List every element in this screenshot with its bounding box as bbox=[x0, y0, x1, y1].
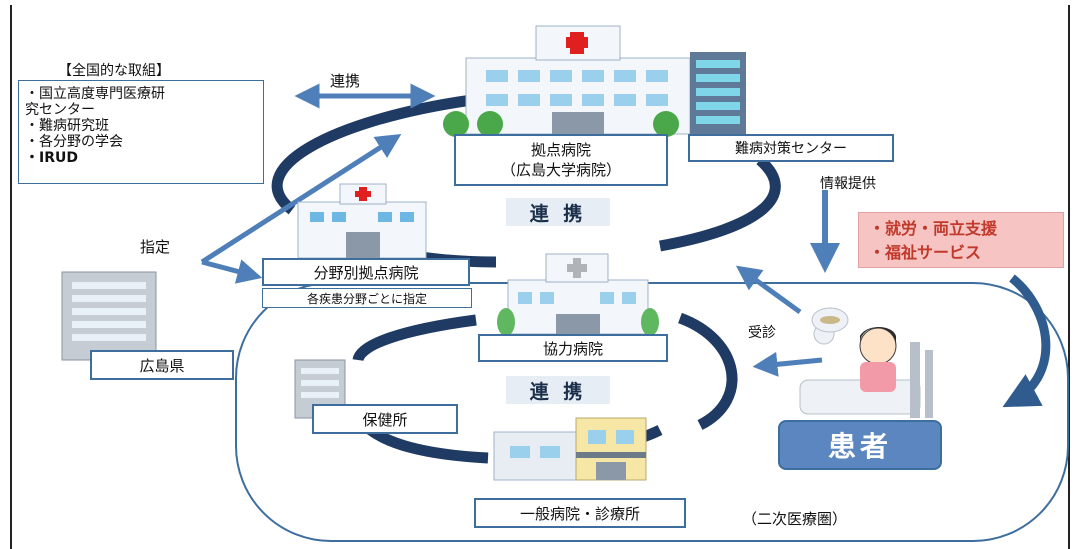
national-item: ・IRUD bbox=[25, 150, 78, 166]
cooperating-hospital-icon bbox=[497, 253, 659, 336]
support-line-work: ・就労・両立支援 bbox=[869, 219, 998, 238]
base-hospital-label: 拠点病院 bbox=[530, 141, 591, 159]
support-services-box: ・就労・両立支援 ・福祉サービス bbox=[858, 212, 1064, 268]
general-clinic-box: 一般病院・診療所 bbox=[474, 498, 686, 528]
national-item: ・各分野の学会 bbox=[25, 134, 123, 150]
national-item: 究センター bbox=[25, 102, 95, 118]
secondary-area-outline bbox=[235, 282, 1069, 542]
shitei-label: 指定 bbox=[140, 238, 171, 256]
low-curve-left-top bbox=[352, 314, 477, 362]
top-curve-left bbox=[271, 94, 473, 215]
university-hospital-icon bbox=[443, 25, 746, 137]
national-item: ・難病研究班 bbox=[25, 118, 109, 134]
national-item: ・国立高度専門医療研 bbox=[25, 86, 165, 102]
cooperating-hospital-box: 協力病院 bbox=[478, 334, 668, 362]
base-hospital-box: 拠点病院 （広島大学病院） bbox=[454, 134, 668, 186]
arrow-jushin bbox=[735, 265, 802, 315]
renkei-top-label: 連携 bbox=[330, 72, 361, 90]
clinic-icon bbox=[493, 417, 647, 481]
arrow-shitei-kyoten bbox=[200, 133, 402, 265]
field-hospital-icon bbox=[297, 183, 427, 259]
arrow-patient-kyoryoku bbox=[752, 351, 823, 377]
prefecture-building-icon bbox=[61, 271, 157, 361]
hiroshima-prefecture-box: 広島県 bbox=[90, 350, 234, 380]
secondary-area-label: （二次医療圏） bbox=[742, 510, 848, 528]
health-center-box: 保健所 bbox=[312, 404, 458, 434]
national-heading: 【全国的な取組】 bbox=[58, 63, 170, 79]
patient-box: 患者 bbox=[778, 420, 942, 470]
arrow-shitei-bunya bbox=[201, 259, 263, 284]
patient-illustration bbox=[799, 307, 933, 418]
field-hospital-box: 分野別拠点病院 bbox=[262, 258, 470, 286]
top-curve-right bbox=[659, 155, 781, 252]
nanbyo-center-box: 難病対策センター bbox=[688, 134, 894, 162]
arrow-support-patient bbox=[1002, 274, 1051, 408]
base-hospital-sublabel: （広島大学病院） bbox=[500, 161, 621, 179]
support-line-welfare: ・福祉サービス bbox=[869, 243, 982, 262]
renkei-low-label: 連 携 bbox=[506, 376, 610, 404]
field-hospital-note: 各疾患分野ごとに指定 bbox=[262, 288, 472, 308]
renkei-mid-label: 連 携 bbox=[506, 198, 610, 226]
national-efforts-box: ・国立高度専門医療研 究センター ・難病研究班 ・各分野の学会 ・IRUD bbox=[18, 80, 264, 184]
jushin-label: 受診 bbox=[748, 325, 776, 341]
jouhou-teikyou-label: 情報提供 bbox=[820, 176, 876, 192]
low-curve-right bbox=[677, 312, 738, 430]
